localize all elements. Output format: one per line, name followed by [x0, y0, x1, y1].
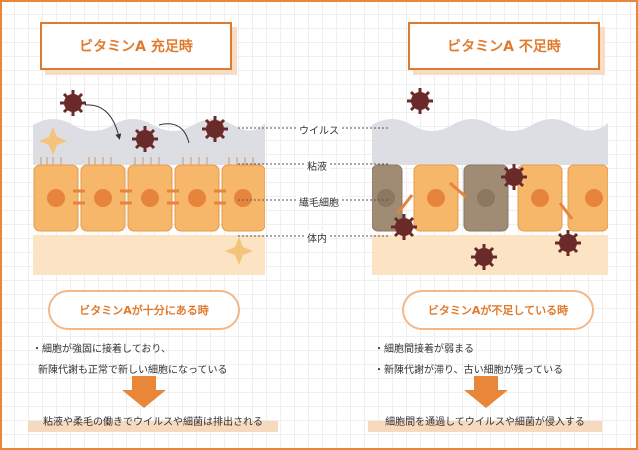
right-bullet-1: ・細胞間接着が弱まる	[374, 344, 474, 355]
left-subtitle: ビタミンAが十分にある時	[48, 290, 240, 330]
right-down-arrow	[464, 376, 508, 408]
left-title: ビタミンA 充足時	[40, 22, 232, 70]
left-scene	[33, 90, 265, 275]
right-scene	[372, 88, 608, 275]
right-title: ビタミンA 不足時	[408, 22, 600, 70]
left-down-arrow	[122, 376, 166, 408]
left-bullet-2: 新陳代謝も正常で新しい細胞になっている	[38, 365, 228, 376]
label-mucus: 粘液	[304, 158, 330, 173]
label-body: 体内	[304, 230, 330, 245]
right-subtitle: ビタミンAが不足している時	[402, 290, 594, 330]
left-bullet-1: ・細胞が強固に接着しており、	[32, 344, 171, 355]
right-result: 細胞間を通過してウイルスや細菌が侵入する	[368, 408, 602, 432]
left-result: 粘液や柔毛の働きでウイルスや細菌は排出される	[28, 408, 278, 432]
label-virus: ウイルス	[296, 122, 342, 137]
label-cilia-cell: 繊毛細胞	[296, 194, 342, 209]
right-bullet-2: ・新陳代謝が滞り、古い細胞が残っている	[374, 365, 564, 376]
